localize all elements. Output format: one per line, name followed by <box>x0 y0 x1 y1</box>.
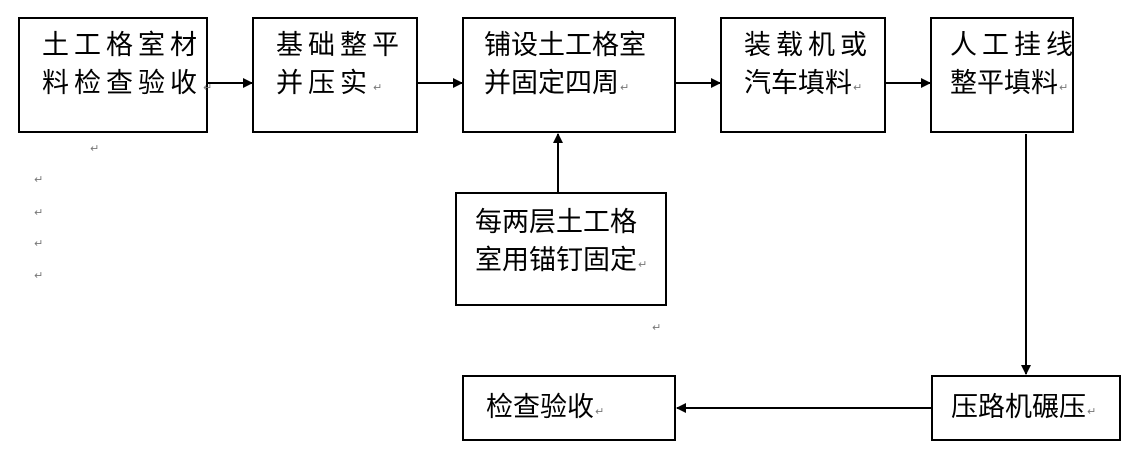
return-mark-icon: ↵ <box>90 142 100 155</box>
return-mark-icon: ↵ <box>620 81 630 94</box>
box-material-check: 土工格室材 料检查验收↵ <box>18 17 212 133</box>
box-text-line: 汽车填料 <box>744 68 852 99</box>
box-anchor: 每两层土工格 室用锚钉固定↵ <box>455 192 667 306</box>
box-lay-geocell: 铺设土工格室 并固定四周↵ <box>462 17 676 133</box>
box-loader-fill: 装载机或 汽车填料↵ <box>720 17 886 133</box>
box-text-line: 料检查验收 <box>42 68 202 99</box>
box-text-line: 土工格室材 <box>42 30 202 61</box>
box-roller: 压路机碾压↵ <box>931 375 1121 441</box>
box-text-line: 每两层土工格 <box>475 207 637 238</box>
box-text-line: 装载机或 <box>744 30 872 61</box>
box-foundation: 基础整平 并压实↵ <box>252 17 418 133</box>
box-text-line: 并压实 <box>276 68 372 99</box>
return-mark-icon: ↵ <box>34 206 44 219</box>
box-text-line: 铺设土工格室 <box>484 30 646 61</box>
box-text-line: 人工挂线 <box>950 30 1078 61</box>
return-mark-icon: ↵ <box>1059 81 1069 94</box>
box-text-line: 整平填料 <box>950 68 1058 99</box>
box-text-line: 并固定四周 <box>484 68 619 99</box>
box-text-line: 检查验收 <box>486 392 594 423</box>
return-mark-icon: ↵ <box>203 81 218 94</box>
return-mark-icon: ↵ <box>595 405 605 418</box>
return-mark-icon: ↵ <box>652 321 662 334</box>
return-mark-icon: ↵ <box>34 269 44 282</box>
box-text-line: 压路机碾压 <box>951 392 1086 423</box>
return-mark-icon: ↵ <box>373 81 388 94</box>
return-mark-icon: ↵ <box>853 81 863 94</box>
return-mark-icon: ↵ <box>34 173 44 186</box>
box-final-check: 检查验收↵ <box>462 375 676 441</box>
return-mark-icon: ↵ <box>638 258 648 271</box>
box-text-line: 基础整平 <box>276 30 404 61</box>
return-mark-icon: ↵ <box>34 237 44 250</box>
box-manual-level: 人工挂线 整平填料↵ <box>930 17 1074 133</box>
return-mark-icon: ↵ <box>1087 405 1097 418</box>
box-text-line: 室用锚钉固定 <box>475 245 637 276</box>
